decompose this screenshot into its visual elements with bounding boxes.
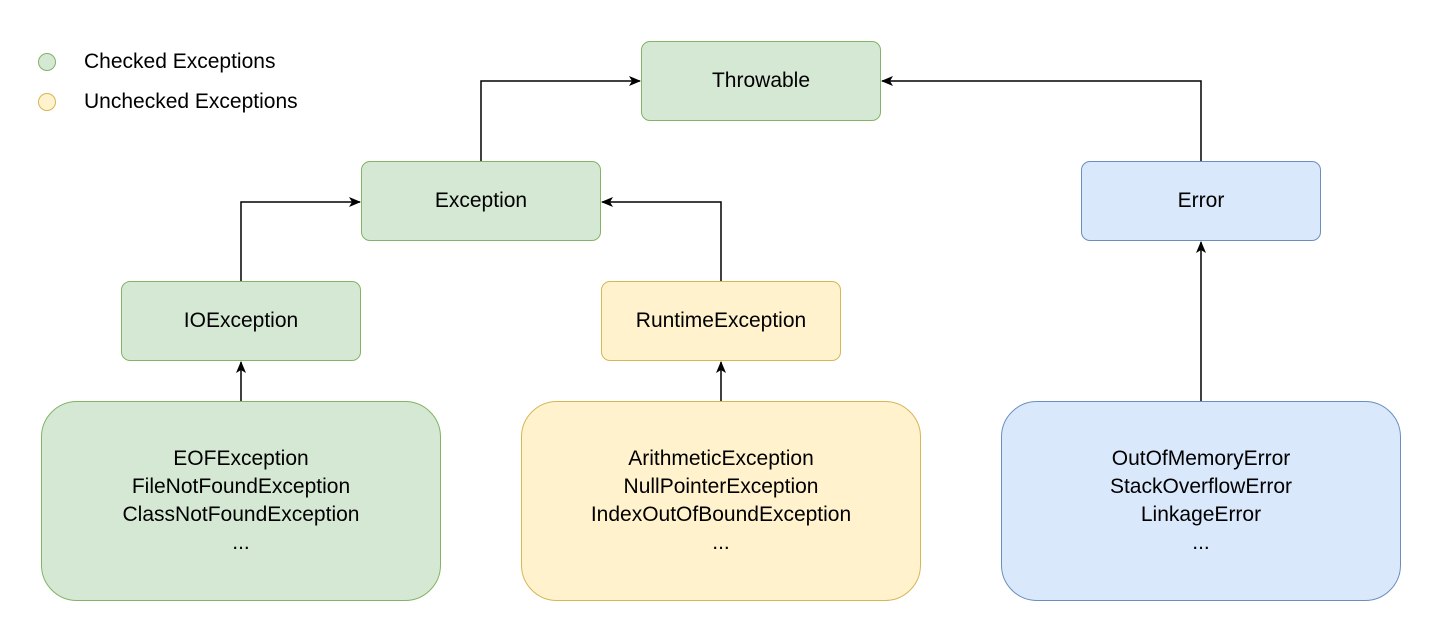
node-ioexception-label: IOException (183, 309, 299, 332)
edge-ioexception-to-exception (240, 197, 361, 281)
legend: Checked Exceptions Unchecked Exceptions (38, 48, 298, 128)
group-error-item: OutOfMemoryError (1111, 447, 1291, 470)
group-runtime-item: NullPointerException (623, 475, 819, 498)
group-error-item: StackOverflowError (1109, 475, 1293, 498)
node-ioexception: IOException (121, 281, 361, 361)
group-error-children: OutOfMemoryError StackOverflowError Link… (1001, 401, 1401, 601)
node-exception-label: Exception (434, 189, 528, 212)
group-io-children: EOFException FileNotFoundException Class… (41, 401, 441, 601)
group-io-item: FileNotFoundException (131, 475, 351, 498)
group-error-item: LinkageError (1140, 503, 1262, 526)
node-error-label: Error (1177, 189, 1225, 212)
node-exception: Exception (361, 161, 601, 241)
group-runtime-item: IndexOutOfBoundException (590, 503, 852, 526)
node-runtimeexception: RuntimeException (601, 281, 841, 361)
group-runtime-item: ArithmeticException (628, 447, 814, 470)
node-throwable: Throwable (641, 41, 881, 121)
group-runtime-item: ... (712, 531, 730, 554)
node-error: Error (1081, 161, 1321, 241)
group-io-item: ClassNotFoundException (122, 503, 360, 526)
edge-error-to-throwable (881, 76, 1202, 161)
legend-item-checked: Checked Exceptions (38, 48, 298, 76)
node-throwable-label: Throwable (711, 69, 811, 92)
group-error-item: ... (1192, 531, 1210, 554)
legend-label-checked: Checked Exceptions (84, 50, 276, 73)
group-runtime-children: ArithmeticException NullPointerException… (521, 401, 921, 601)
group-io-item: ... (232, 531, 250, 554)
legend-label-unchecked: Unchecked Exceptions (84, 90, 298, 113)
edge-exception-to-throwable (480, 76, 641, 161)
group-io-item: EOFException (173, 447, 309, 470)
yellow-circle-icon (38, 93, 56, 111)
node-runtimeexception-label: RuntimeException (635, 309, 807, 332)
legend-item-unchecked: Unchecked Exceptions (38, 88, 298, 116)
edge-runtimeexception-to-exception (601, 197, 722, 281)
green-circle-icon (38, 53, 56, 71)
